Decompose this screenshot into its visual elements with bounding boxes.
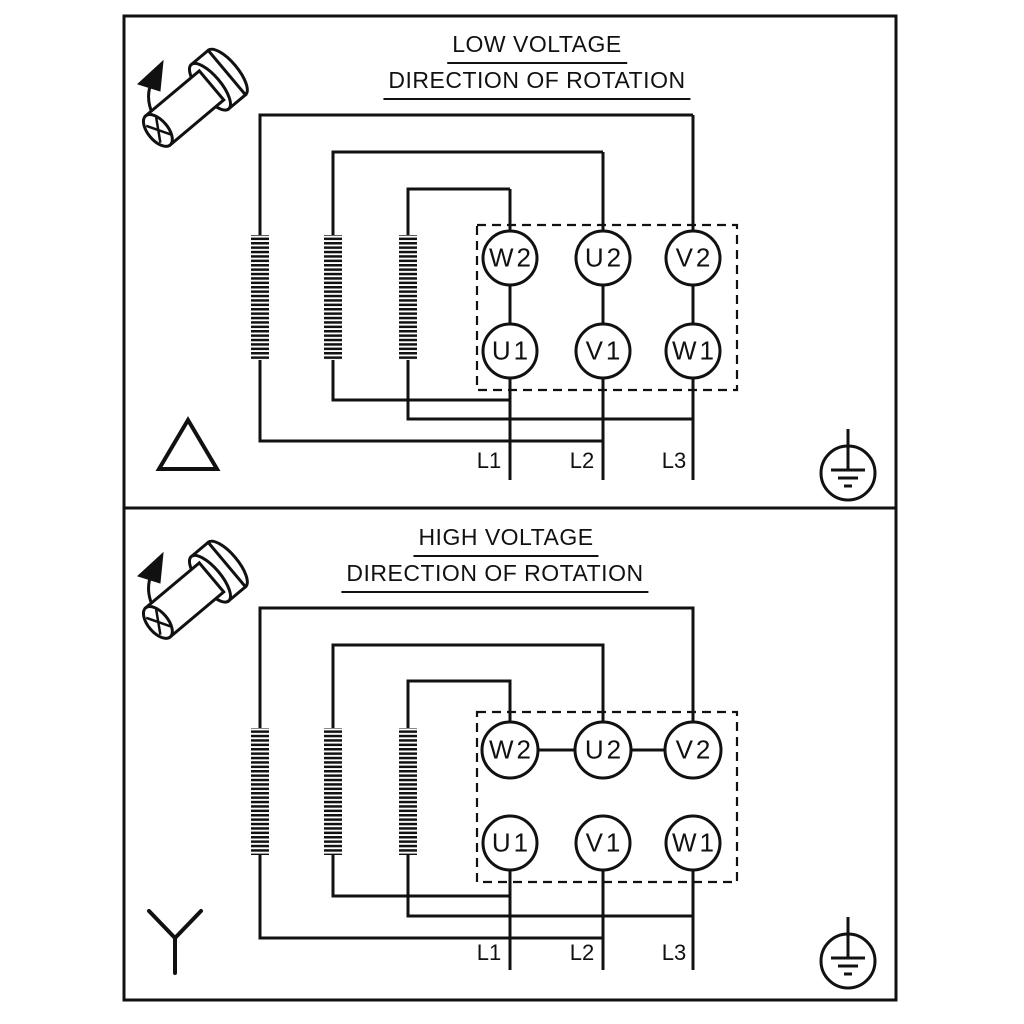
terminal-label-u2: U2: [584, 242, 625, 273]
terminal-w1: [664, 322, 722, 380]
wire-w-bottom: [406, 358, 693, 421]
low-voltage-title: LOW VOLTAGE: [447, 31, 627, 64]
supply-line-label-l1: L1: [476, 448, 502, 473]
high-voltage-panel: [122, 506, 898, 1002]
wire-w-bottom: [406, 853, 693, 918]
supply-line-label-l1: L1: [476, 940, 502, 965]
supply-line-label-l3: L3: [661, 448, 687, 473]
terminal-label-v2: V2: [675, 734, 714, 765]
wire-u-top: [331, 643, 605, 731]
terminal-u1: [481, 322, 539, 380]
terminal-u1: [481, 814, 539, 872]
supply-line-label-l2: L2: [569, 940, 595, 965]
terminal-label-w2: W2: [489, 734, 534, 765]
wire-v-bottom: [258, 853, 603, 940]
terminal-box-outline: [475, 710, 739, 884]
terminal-label-v2: V2: [675, 242, 714, 273]
terminal-v2: [664, 229, 722, 287]
shaft-rotation-icon: [130, 41, 256, 161]
wire-w-top: [406, 679, 512, 731]
wire-u-top: [331, 150, 603, 238]
direction-of-rotation-label: DIRECTION OF ROTATION: [383, 67, 691, 100]
terminal-label-v1: V1: [585, 827, 624, 858]
terminal-w1: [664, 814, 722, 872]
stator-winding-coil: [399, 728, 417, 855]
terminal-v2: [663, 720, 723, 780]
supply-line-label-l2: L2: [569, 448, 595, 473]
wire-u-bottom: [331, 358, 510, 402]
supply-line-label-l3: L3: [661, 940, 687, 965]
direction-of-rotation-label: DIRECTION OF ROTATION: [341, 560, 649, 593]
delta-connection-icon: [155, 416, 221, 471]
wye-connection-icon: [147, 909, 203, 975]
wire-v-top: [258, 606, 695, 731]
wire-v-top: [258, 113, 693, 238]
earth-ground-icon: [819, 915, 877, 990]
stator-winding-coil: [399, 235, 417, 360]
high-voltage-title: HIGH VOLTAGE: [413, 524, 599, 557]
terminal-u2: [573, 720, 633, 780]
terminal-label-v1: V1: [585, 335, 624, 366]
terminal-label-u2: U2: [584, 734, 625, 765]
terminal-v1: [574, 814, 632, 872]
shaft-rotation-icon: [130, 533, 256, 653]
stator-winding-coil: [251, 728, 269, 855]
low-voltage-panel: [122, 14, 898, 510]
terminal-label-w2: W2: [489, 242, 534, 273]
terminal-label-u1: U1: [491, 335, 532, 366]
stator-winding-coil: [324, 728, 342, 855]
stator-winding-coil: [324, 235, 342, 360]
terminal-w2: [480, 720, 540, 780]
terminal-label-w1: W1: [672, 827, 717, 858]
terminal-label-w1: W1: [672, 335, 717, 366]
terminal-w2: [481, 229, 539, 287]
earth-ground-icon: [819, 427, 877, 502]
winding-wires: [258, 606, 695, 970]
panel-border: [122, 506, 898, 1002]
terminal-v1: [574, 322, 632, 380]
wire-v-bottom: [258, 358, 603, 443]
stator-winding-coil: [251, 235, 269, 360]
terminal-u2: [574, 229, 632, 287]
terminal-box-outline: [475, 223, 739, 392]
terminal-label-u1: U1: [491, 827, 532, 858]
wire-w-top: [406, 187, 510, 238]
wire-u-bottom: [331, 853, 510, 898]
